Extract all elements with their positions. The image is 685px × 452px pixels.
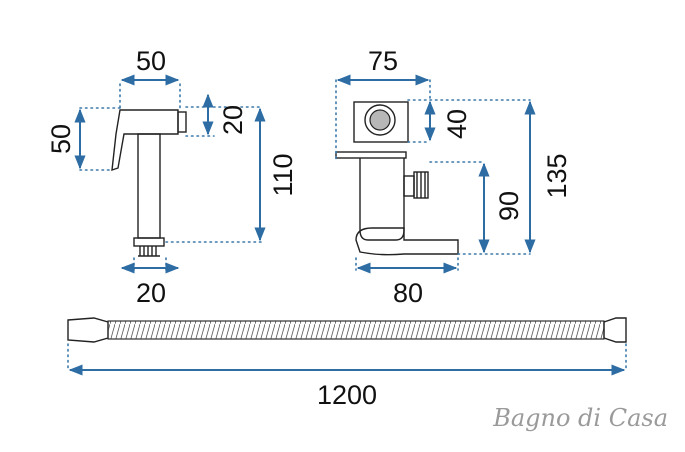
- label-total-height: 110: [268, 153, 298, 196]
- label-valve-depth: 80: [393, 278, 423, 308]
- valve-spout: [355, 227, 459, 256]
- label-valve-total-height: 135: [542, 153, 572, 198]
- label-knob-height: 40: [442, 109, 472, 139]
- hand-shower-holder: [177, 111, 187, 133]
- label-valve-width: 75: [368, 46, 398, 76]
- hose-left-nut: [67, 317, 109, 343]
- label-hose-length: 1200: [317, 380, 377, 410]
- valve-drawing: 75 40 90 135 80: [335, 46, 572, 308]
- hand-shower-stem: [137, 133, 161, 239]
- hand-shower-drawing: 50 50 20 110 20: [46, 46, 298, 308]
- brand-logo: Bagno di Casa: [492, 404, 668, 432]
- hose-braided-tube: [107, 320, 605, 340]
- valve-knob: [353, 101, 409, 143]
- hose-drawing: 1200: [67, 317, 627, 410]
- label-holder-height: 20: [218, 105, 248, 135]
- label-head-width: 50: [136, 46, 166, 76]
- hand-shower-head: [111, 109, 179, 172]
- label-head-height: 50: [46, 124, 76, 154]
- valve-wall-plate: [335, 151, 407, 159]
- hand-shower-connector: [133, 237, 165, 247]
- hose-right-nut: [603, 317, 627, 343]
- label-outlet-height: 90: [494, 191, 524, 221]
- label-connector-width: 20: [136, 278, 166, 308]
